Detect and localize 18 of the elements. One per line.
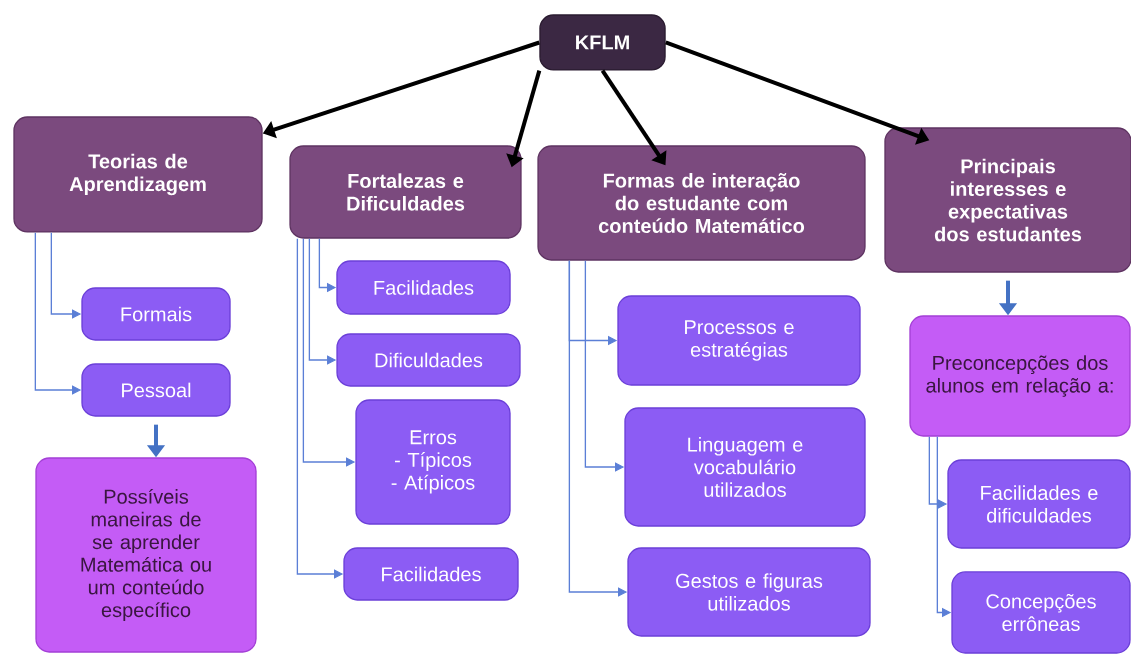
item-box: Processos e estratégias: [617, 295, 861, 386]
item-box: Gestos e figuras utilizados: [627, 547, 871, 637]
item-box: Pessoal: [81, 363, 231, 417]
note-box: Possíveis maneiras de se aprender Matemática ou um conteúdo específico: [35, 457, 257, 653]
item-box: Facilidades: [336, 260, 511, 315]
title-box: KFLM: [539, 14, 666, 71]
category-box: Fortalezas e Dificuldades: [289, 145, 522, 239]
category-box: Teorias de Aprendizagem: [13, 116, 263, 233]
item-box: Linguagem e vocabulário utilizados: [624, 407, 866, 527]
item-box: Facilidades: [343, 547, 519, 601]
item-box: Formais: [81, 287, 231, 341]
item-box: Erros - Típicos - Atípicos: [355, 399, 511, 525]
item-box: Dificuldades: [336, 333, 521, 387]
category-box: Formas de interação do estudante com conteúdo Matemático: [537, 145, 866, 261]
item-box: Facilidades e dificuldades: [947, 459, 1131, 549]
category-box: Principais interesses e expectativas dos estudantes: [884, 127, 1131, 273]
item-box: Concepções errôneas: [951, 571, 1131, 654]
note-box: Preconcepções dos alunos em relação a:: [909, 315, 1131, 437]
